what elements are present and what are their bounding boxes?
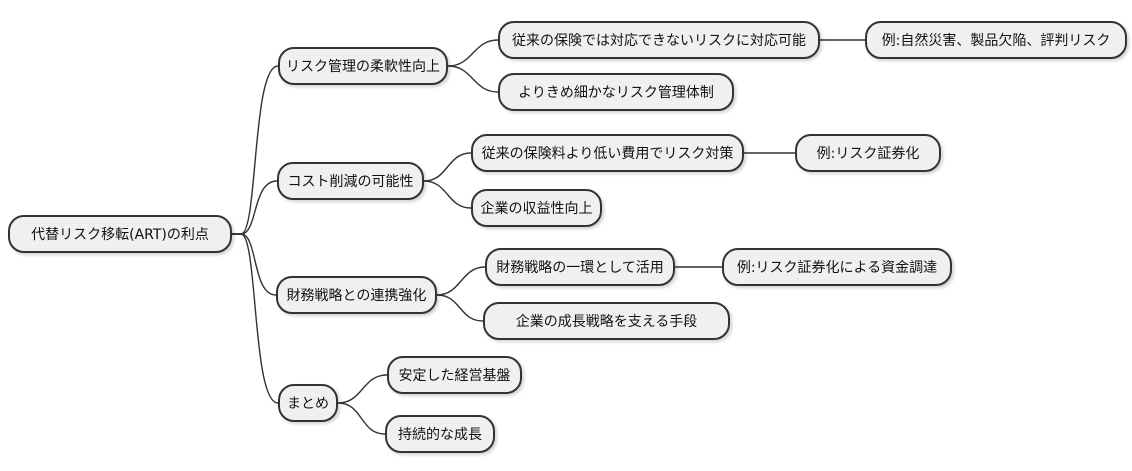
- node-label: 企業の収益性向上: [480, 201, 593, 217]
- node-label: 例:自然災害、製品欠陥、評判リスク: [881, 33, 1111, 49]
- node-growth-strategy-support: 企業の成長戦略を支える手段: [483, 302, 730, 340]
- node-label: 財務戦略の一環として活用: [496, 260, 664, 276]
- node-lower-cost-risk-measures: 従来の保険料より低い費用でリスク対策: [471, 134, 744, 172]
- node-example-natural-disasters: 例:自然災害、製品欠陥、評判リスク: [865, 21, 1127, 59]
- connector-branch4-child1: [337, 374, 388, 404]
- node-label: 従来の保険料より低い費用でリスク対策: [481, 146, 734, 162]
- connector-branch3-child1: [436, 266, 486, 296]
- connector-branch4-child2: [337, 402, 386, 435]
- node-financial-strategy-alignment: 財務戦略との連携強化: [276, 276, 437, 314]
- connector-branch1-child2: [447, 65, 499, 93]
- connector-branch3-child2: [436, 294, 484, 322]
- node-sustainable-growth: 持続的な成長: [385, 415, 495, 453]
- node-label: リスク管理の柔軟性向上: [286, 59, 440, 75]
- node-label: まとめ: [287, 396, 329, 412]
- node-root-label: 代替リスク移転(ART)の利点: [31, 227, 209, 243]
- node-risk-management-flexibility: リスク管理の柔軟性向上: [278, 47, 448, 85]
- node-unconventional-risk-coverage: 従来の保険では対応できないリスクに対応可能: [498, 21, 820, 59]
- node-label: 財務戦略との連携強化: [286, 288, 427, 304]
- connector-root-branch2: [230, 180, 278, 235]
- node-stable-management-base: 安定した経営基盤: [387, 356, 522, 394]
- connector-root-branch4: [230, 233, 279, 404]
- node-label: 例:リスク証券化による資金調達: [736, 260, 938, 276]
- node-label: よりきめ細かなリスク管理体制: [518, 85, 714, 101]
- node-cost-reduction: コスト削減の可能性: [277, 162, 424, 200]
- connector-branch2-child2: [423, 180, 472, 209]
- node-label: 持続的な成長: [398, 427, 482, 443]
- node-label: コスト削減の可能性: [287, 174, 414, 190]
- node-summary: まとめ: [278, 384, 338, 422]
- node-root: 代替リスク移転(ART)の利点: [8, 215, 232, 253]
- node-financial-strategy-use: 財務戦略の一環として活用: [485, 248, 675, 286]
- node-label: 企業の成長戦略を支える手段: [515, 314, 698, 330]
- connector-root-branch1: [230, 65, 279, 235]
- node-fine-grained-risk-management: よりきめ細かなリスク管理体制: [498, 73, 734, 111]
- node-profitability-improvement: 企業の収益性向上: [471, 189, 602, 227]
- node-label: 安定した経営基盤: [398, 368, 511, 384]
- node-example-risk-securitization: 例:リスク証券化: [795, 134, 941, 172]
- connector-branch1-child1: [447, 39, 499, 67]
- connector-branch2-child1: [423, 152, 472, 182]
- node-example-securitization-funding: 例:リスク証券化による資金調達: [722, 248, 952, 286]
- node-label: 例:リスク証券化: [816, 146, 920, 162]
- node-label: 従来の保険では対応できないリスクに対応可能: [512, 33, 806, 49]
